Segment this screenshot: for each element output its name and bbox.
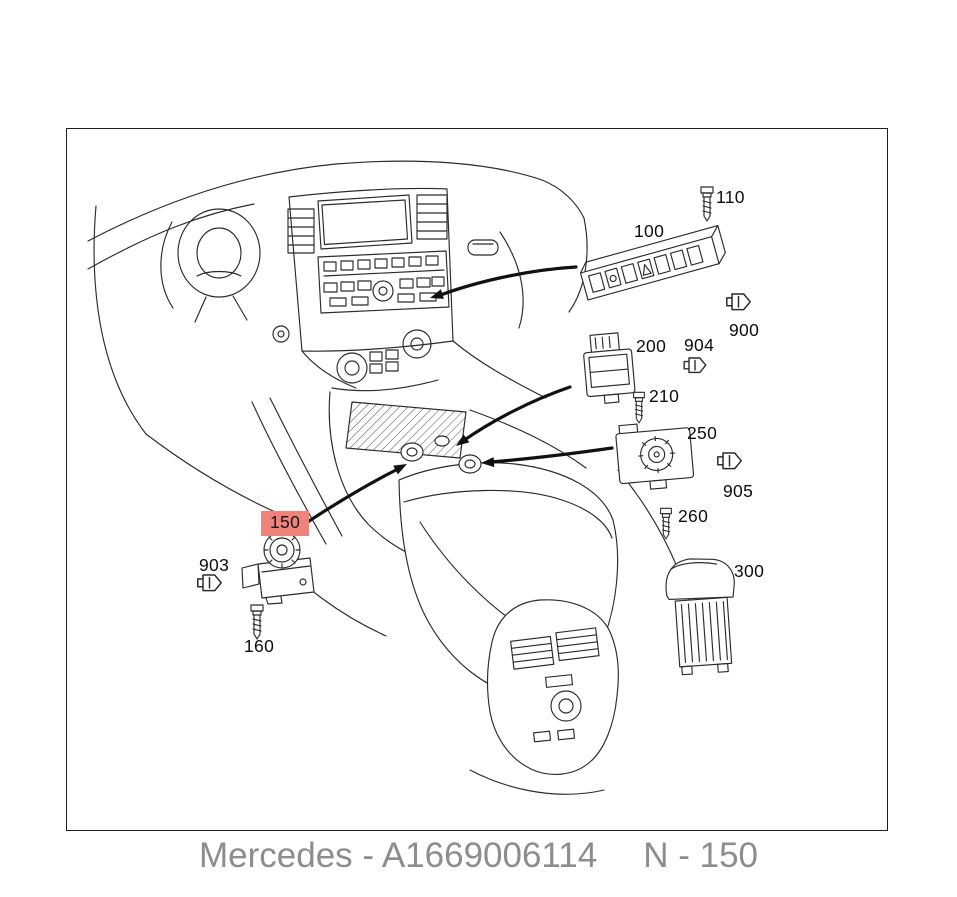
radio-drawing	[317, 250, 450, 314]
arrow-150-to-console	[304, 467, 400, 525]
center-stack-drawing	[287, 187, 547, 399]
callout-250[interactable]: 250	[687, 423, 718, 443]
connector-905-drawing	[717, 452, 742, 470]
part-ref-caption: N - 150	[643, 836, 759, 875]
footer-caption: Mercedes - A1669006114 N - 150	[0, 836, 957, 876]
callout-900[interactable]: 900	[729, 320, 760, 340]
rear-vents-drawing	[510, 627, 600, 670]
component-250-switch	[615, 423, 695, 490]
connector-904-drawing	[683, 357, 707, 374]
right-vent-drawing	[416, 194, 448, 240]
callout-100[interactable]: 100	[634, 221, 665, 241]
callout-110[interactable]: 110	[716, 187, 745, 207]
console-switch-mount-front	[400, 442, 424, 462]
climate-knob-left-drawing	[336, 352, 368, 384]
callout-300[interactable]: 300	[734, 561, 765, 581]
car-body-lines	[87, 160, 703, 795]
callout-150-highlighted[interactable]: 150	[261, 511, 310, 536]
nav-screen-drawing	[317, 194, 413, 250]
screw-160-drawing	[250, 604, 264, 640]
callout-903[interactable]: 903	[199, 555, 230, 575]
pointer-arrows	[304, 265, 614, 525]
console-switch-mount-rear	[458, 454, 482, 474]
connector-900-drawing	[726, 293, 751, 311]
component-300-module	[665, 558, 735, 676]
door-pull-drawing	[467, 239, 499, 256]
arrow-200-to-console	[461, 385, 572, 443]
component-100-switch-panel	[579, 225, 726, 301]
arrow-100-to-stack	[436, 265, 578, 298]
callout-200[interactable]: 200	[636, 336, 667, 356]
screw-110-drawing	[700, 186, 714, 222]
rear-knob-drawing	[550, 690, 582, 722]
console-drawing	[328, 391, 619, 775]
component-200-switch	[583, 332, 636, 404]
steering-wheel-drawing	[160, 208, 261, 323]
left-vent-drawing	[287, 208, 315, 254]
connector-903-drawing	[197, 574, 222, 592]
climate-knob-right-drawing	[402, 329, 432, 359]
callout-210[interactable]: 210	[649, 386, 680, 406]
screw-260-drawing	[660, 507, 672, 540]
hazard-triangle-icon	[642, 264, 652, 276]
screw-210-drawing	[633, 391, 645, 424]
callout-160[interactable]: 160	[244, 636, 275, 656]
dash-vent-knob-drawing	[272, 325, 290, 343]
arrow-250-to-console	[488, 446, 614, 464]
component-150-controller	[241, 531, 315, 605]
callout-904[interactable]: 904	[684, 335, 715, 355]
callout-260[interactable]: 260	[678, 506, 709, 526]
part-number-caption: Mercedes - A1669006114	[198, 836, 598, 875]
callout-905[interactable]: 905	[723, 481, 754, 501]
